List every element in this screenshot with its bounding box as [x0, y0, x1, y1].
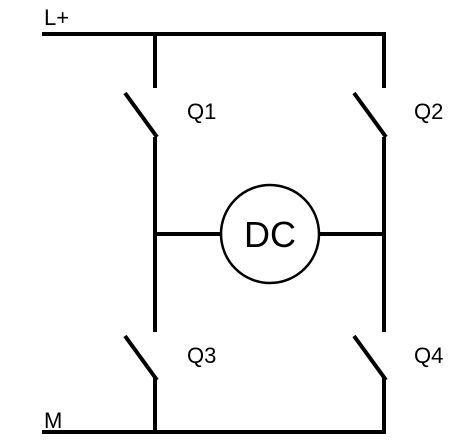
- dc-motor-symbol: [219, 183, 321, 285]
- switch-q1-blade: [123, 91, 159, 139]
- switch-q3-label: Q3: [187, 343, 216, 368]
- dc-motor-label: DC: [244, 214, 296, 255]
- switch-q4-blade: [352, 334, 388, 382]
- top-rail-label: L+: [44, 5, 69, 30]
- bottom-rail-label: M: [44, 408, 62, 433]
- switch-q3-blade: [123, 334, 159, 382]
- switch-q2-blade: [352, 91, 388, 139]
- switch-q1-label: Q1: [187, 99, 216, 124]
- switch-q2-label: Q2: [414, 99, 443, 124]
- switch-q4-label: Q4: [414, 343, 443, 368]
